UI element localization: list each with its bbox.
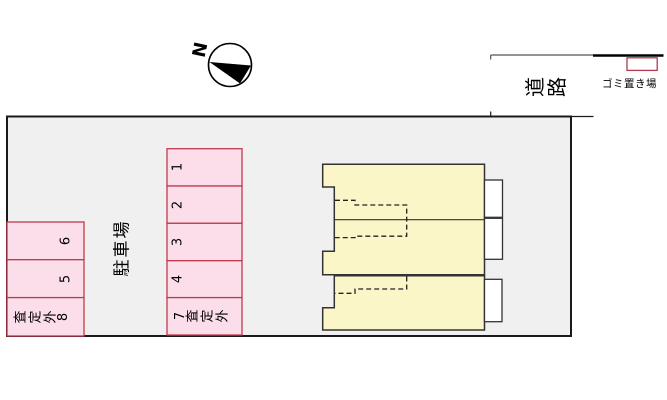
rotated-char: 8 bbox=[56, 312, 72, 321]
parking-stall-4 bbox=[166, 260, 243, 299]
road-boundary-extension-line bbox=[490, 111, 594, 118]
stall-5-label: 5 bbox=[58, 272, 74, 285]
garbage-area-box bbox=[626, 57, 658, 72]
rotated-char: 1 bbox=[170, 163, 185, 172]
building-footprint bbox=[321, 163, 504, 331]
building-porch-1 bbox=[483, 179, 504, 218]
rotated-char: 路 bbox=[545, 77, 569, 97]
stall-2-label: 2 bbox=[170, 198, 185, 211]
building-porch-2 bbox=[483, 217, 504, 260]
stall-6-label: 6 bbox=[58, 234, 74, 247]
stall-group-center bbox=[166, 148, 243, 336]
parking-stall-3 bbox=[166, 222, 243, 262]
parking-stall-6 bbox=[6, 221, 85, 261]
stall-1-label: 1 bbox=[170, 161, 185, 174]
rotated-char: 査 bbox=[185, 309, 201, 323]
compass-north-arrow-icon bbox=[207, 42, 253, 88]
rotated-char: 外 bbox=[215, 309, 231, 323]
rotated-char: 3 bbox=[170, 237, 185, 247]
rotated-char: 5 bbox=[58, 274, 74, 283]
rotated-char: 2 bbox=[170, 200, 185, 209]
garbage-area-label: ゴミ置き場 bbox=[602, 77, 657, 90]
rotated-char: 道 bbox=[523, 77, 547, 97]
compass-north-label: N bbox=[188, 39, 212, 59]
stall-3-label: 3 bbox=[170, 236, 185, 249]
rotated-char: 6 bbox=[58, 236, 74, 246]
rotated-char: 定 bbox=[200, 309, 216, 323]
building-unit-boundary-dashed-upper bbox=[335, 199, 408, 239]
rotated-char: 定 bbox=[28, 310, 44, 324]
rotated-char: 4 bbox=[170, 275, 185, 284]
building-porch-3 bbox=[483, 278, 503, 323]
road-edge-line-thin bbox=[490, 54, 593, 60]
building-block-lower bbox=[321, 274, 486, 331]
stall-group-left bbox=[6, 221, 85, 337]
parking-stall-7 bbox=[166, 296, 243, 336]
compass-needle bbox=[209, 62, 251, 84]
stall-4-label: 4 bbox=[170, 273, 185, 286]
parking-stall-2 bbox=[166, 185, 243, 224]
rotated-char: 査 bbox=[13, 310, 29, 324]
parking-area-label: 駐車場 bbox=[112, 219, 133, 276]
parking-stall-8 bbox=[6, 296, 85, 337]
building-unit-boundary-dashed-lower bbox=[335, 276, 408, 294]
road-label: 道路 bbox=[523, 77, 569, 97]
